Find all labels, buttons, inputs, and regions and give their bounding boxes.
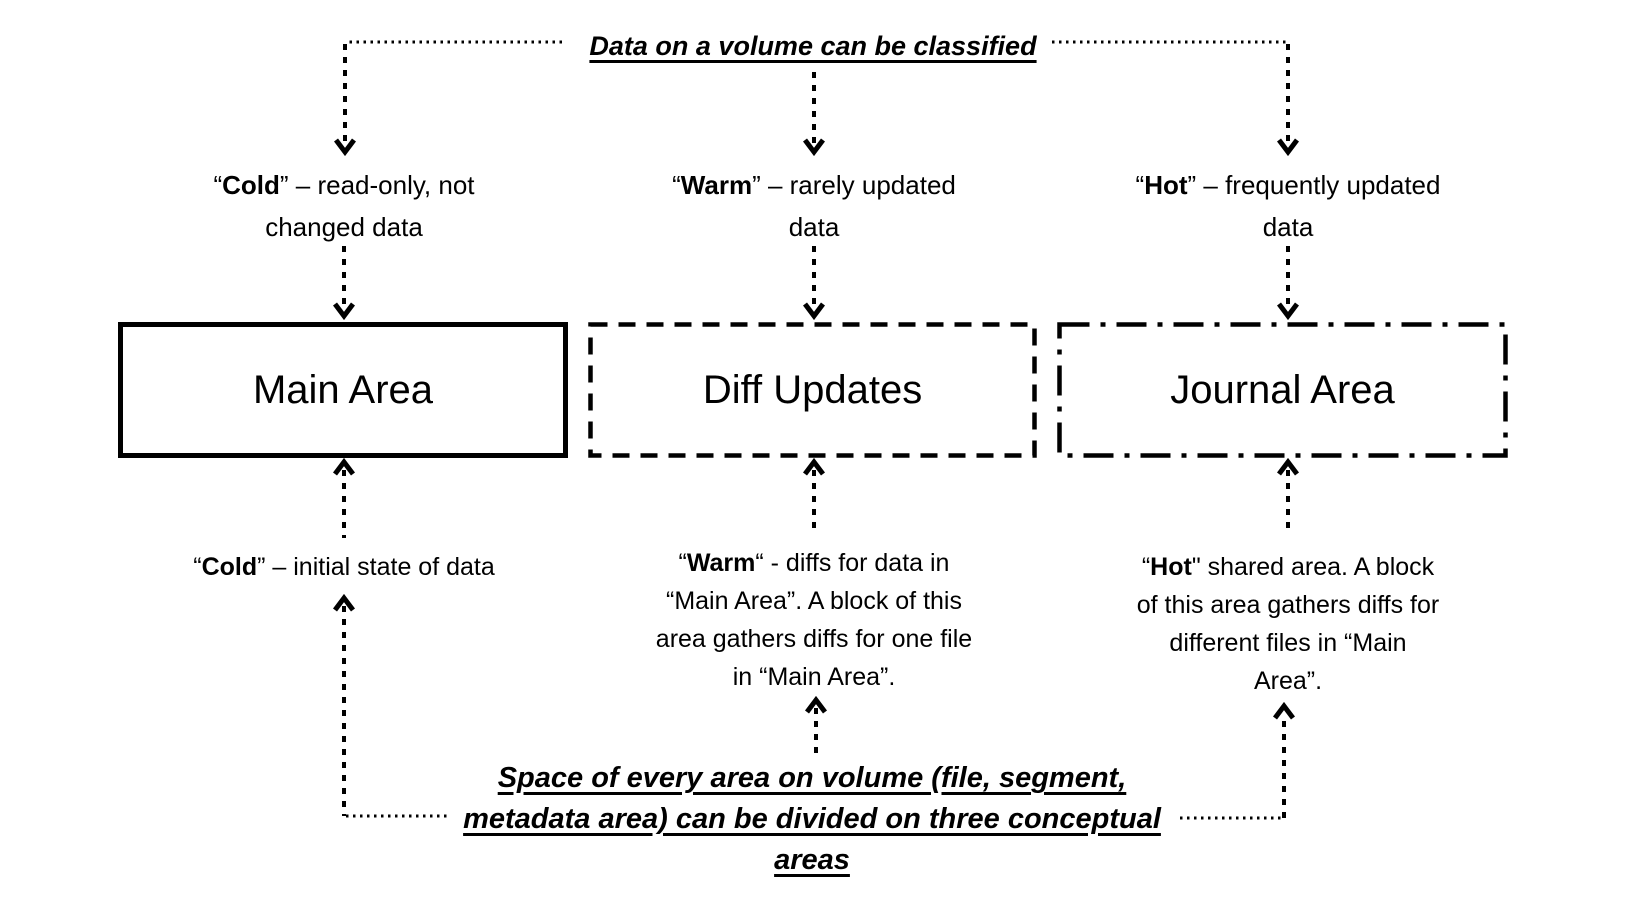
quote-open: “ (193, 553, 202, 581)
classification-label-warm: “Warm” – rarely updated data (654, 164, 974, 248)
connector-cold-to-main (333, 246, 355, 321)
term-warm: Warm (680, 170, 753, 200)
term-cold: Cold (201, 553, 258, 581)
main-area-box: Main Area (118, 322, 568, 458)
classification-label-hot: “Hot” – frequently updated data (1113, 164, 1463, 248)
role-note-warm: “Warm“ - diffs for data in “Main Area”. … (653, 544, 975, 696)
quote-open: “ (213, 170, 223, 200)
role-hot-rest: " shared area. A block of this area gath… (1136, 553, 1440, 695)
diff-updates-border (588, 322, 1037, 458)
journal-area-box: Journal Area (1057, 322, 1508, 458)
quote-open: “ (678, 549, 687, 577)
quote-open: “ (1141, 553, 1151, 581)
connector-warm-to-diff (803, 246, 825, 321)
role-warm-rest: “ - diffs for data in “Main Area”. A blo… (655, 549, 973, 691)
role-note-hot: “Hot" shared area. A block of this area … (1135, 548, 1441, 700)
classification-cold-rest: ” – read-only, not changed data (265, 170, 475, 242)
quote-open: “ (672, 170, 681, 200)
term-cold: Cold (222, 170, 280, 200)
top-note: Data on a volume can be classified (589, 31, 1037, 61)
connector-bottom-right (1180, 701, 1295, 820)
connector-hotnote-to-journal (1277, 457, 1299, 532)
diff-updates-box: Diff Updates (588, 322, 1037, 458)
connector-warmnote-to-diff (803, 457, 825, 530)
journal-area-border (1057, 322, 1508, 458)
quote-open: “ (1135, 170, 1145, 200)
term-warm: Warm (686, 549, 756, 577)
connector-hot-to-journal (1277, 246, 1299, 321)
term-hot: Hot (1150, 553, 1192, 581)
classification-hot-rest: ” – frequently updated data (1187, 170, 1441, 242)
connector-top-center (803, 72, 825, 157)
diff-updates-label: Diff Updates (702, 367, 923, 412)
connector-bottom-center (805, 695, 827, 754)
main-area-border (118, 322, 568, 458)
main-area-label: Main Area (252, 367, 434, 412)
classification-warm-rest: ” – rarely updated data (752, 170, 956, 242)
classification-label-cold: “Cold” – read-only, not changed data (179, 164, 509, 248)
connector-bottom-left (333, 593, 448, 818)
bottom-note: Space of every area on volume (file, seg… (463, 762, 1161, 876)
journal-area-label: Journal Area (1170, 367, 1395, 412)
role-cold-rest: ” – initial state of data (257, 553, 495, 581)
role-note-cold: “Cold” – initial state of data (134, 548, 554, 586)
connector-coldnote-to-main (333, 457, 355, 538)
term-hot: Hot (1144, 170, 1188, 200)
